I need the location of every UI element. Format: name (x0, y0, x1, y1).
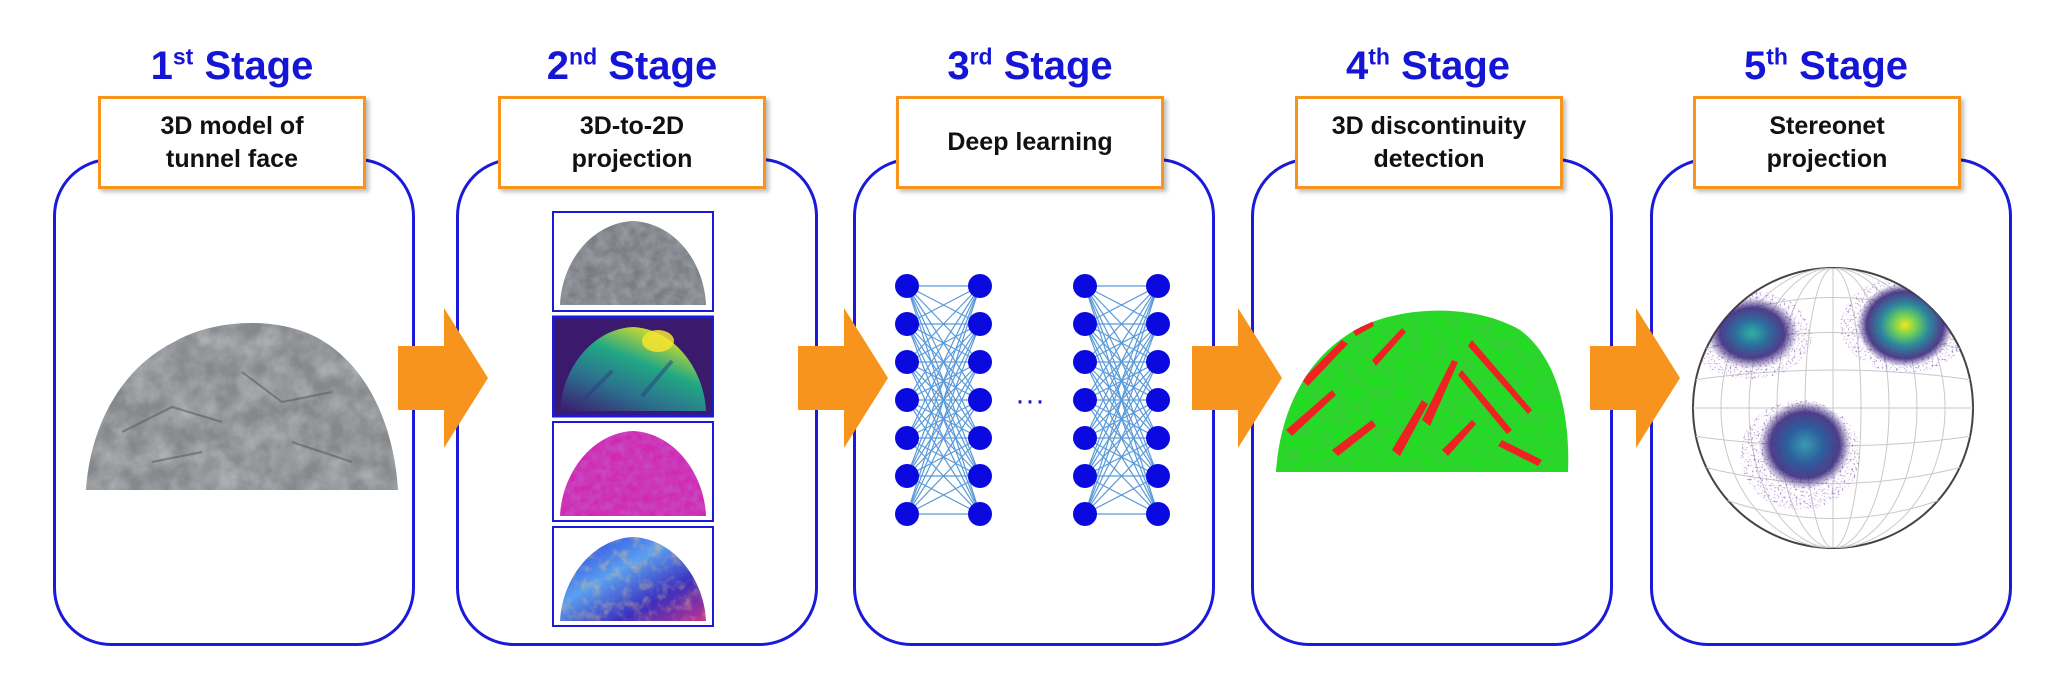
stage-1-title: 1st Stage (150, 43, 314, 88)
network-edge (906, 285, 981, 439)
stage-4-label: 3D discontinuity detection (1295, 96, 1563, 189)
rock-face-image (86, 323, 398, 490)
stage-arrow-icon (398, 308, 488, 448)
network-node (1146, 502, 1170, 526)
network-node (1073, 312, 1097, 336)
stage-2-label: 3D-to-2D projection (498, 96, 766, 189)
network-node (1073, 464, 1097, 488)
network-node (895, 464, 919, 488)
network-node (1073, 350, 1097, 374)
network-node (968, 312, 992, 336)
network-edge (906, 437, 981, 515)
discontinuity-map-image (1276, 310, 1569, 472)
network-edge (1084, 437, 1159, 515)
stage-3-title: 3rd Stage (947, 43, 1113, 88)
stage-5-title: 5th Stage (1743, 43, 1909, 88)
neural-network-icon: ··· (895, 274, 1170, 526)
network-node (1073, 388, 1097, 412)
network-node (1073, 426, 1097, 450)
network-edge (906, 475, 981, 515)
network-edge (906, 285, 981, 401)
stage-arrow-icon (798, 308, 888, 448)
network-edge (906, 323, 981, 515)
network-edge (906, 285, 981, 515)
network-edge (1084, 323, 1159, 515)
network-node (1146, 274, 1170, 298)
network-node (968, 388, 992, 412)
stereonet-plot-image (1692, 267, 1974, 549)
network-node (1146, 312, 1170, 336)
network-node (1073, 502, 1097, 526)
network-edge (906, 399, 981, 515)
network-node (1146, 464, 1170, 488)
network-node (1146, 388, 1170, 412)
network-edge (1084, 361, 1159, 515)
network-edge (1084, 285, 1159, 363)
network-edge (1084, 285, 1159, 439)
network-node (1073, 274, 1097, 298)
network-edge (1084, 399, 1159, 515)
stage-1-label: 3D model of tunnel face (98, 96, 366, 189)
network-edge (1084, 285, 1159, 477)
network-edge (906, 285, 981, 477)
projection-map-image (552, 211, 714, 627)
network-node (1146, 426, 1170, 450)
stage-2-title: 2nd Stage (546, 43, 718, 88)
network-node (895, 312, 919, 336)
network-edge (906, 285, 981, 363)
stage-arrow-icon (1192, 308, 1282, 448)
stage-arrow-icon (1590, 308, 1680, 448)
network-node (895, 502, 919, 526)
network-node (895, 350, 919, 374)
network-node (968, 350, 992, 374)
network-node (895, 274, 919, 298)
stage-5-label: Stereonet projection (1693, 96, 1961, 189)
network-node (968, 464, 992, 488)
network-edge (1084, 285, 1159, 515)
network-node (895, 426, 919, 450)
network-edge (1084, 285, 1159, 325)
network-edge (906, 361, 981, 515)
network-node (1146, 350, 1170, 374)
stage-3-label: Deep learning (896, 96, 1164, 189)
network-node (968, 502, 992, 526)
network-node (968, 274, 992, 298)
network-node (895, 388, 919, 412)
network-edge (906, 285, 981, 325)
network-edge (1084, 475, 1159, 515)
ellipsis-text: ··· (1015, 384, 1045, 417)
stage-4-title: 4th Stage (1345, 43, 1511, 88)
network-edge (1084, 285, 1159, 401)
network-node (968, 426, 992, 450)
